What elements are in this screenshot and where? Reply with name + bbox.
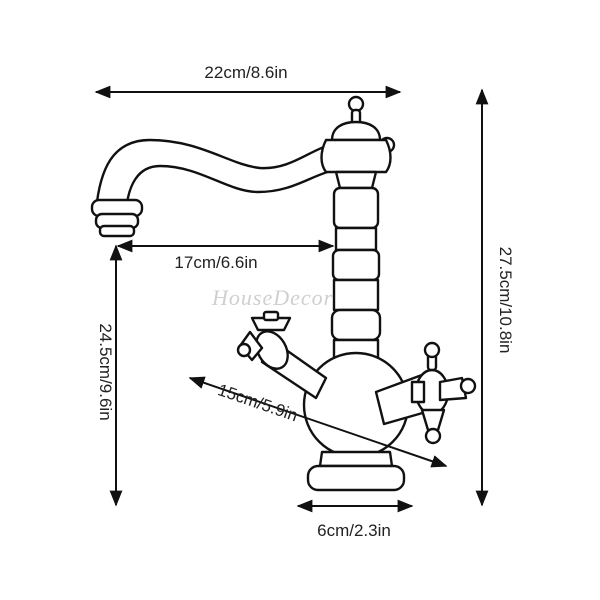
spout-height-label: 24.5cm/9.6in bbox=[96, 323, 115, 420]
watermark: HouseDecor bbox=[211, 285, 333, 310]
aerator bbox=[90, 198, 144, 238]
column bbox=[330, 170, 382, 364]
overall-width-label: 22cm/8.6in bbox=[204, 63, 287, 82]
spout-reach-label: 17cm/6.6in bbox=[174, 253, 257, 272]
swivel-collar bbox=[320, 138, 392, 174]
handle-span-dimension-line bbox=[188, 376, 448, 468]
base bbox=[306, 450, 406, 492]
left-handle bbox=[236, 310, 328, 400]
handle-span-label: 15cm/5.9in bbox=[215, 380, 300, 425]
total-height-label: 27.5cm/10.8in bbox=[496, 247, 515, 354]
base-diameter-label: 6cm/2.3in bbox=[317, 521, 391, 540]
